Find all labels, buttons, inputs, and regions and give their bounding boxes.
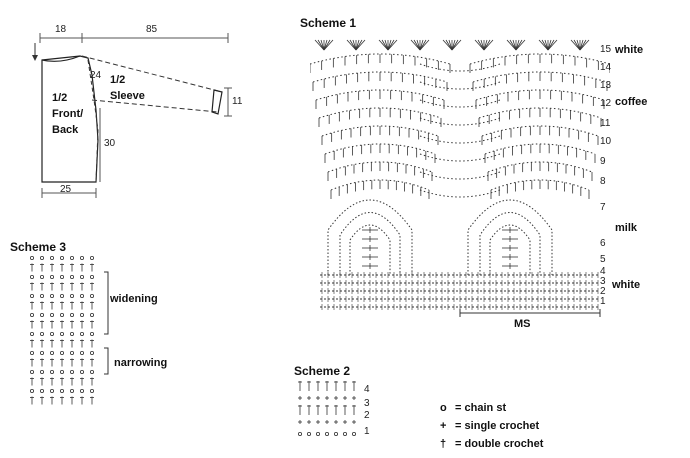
sleeve-label: 1/2 Sleeve xyxy=(110,74,145,102)
color-white-bottom: white xyxy=(612,279,641,291)
dim-bottom: 25 xyxy=(60,184,72,195)
dim-top-right: 85 xyxy=(146,24,158,35)
color-white-top: white xyxy=(615,44,644,56)
legend-item: + = single crochet xyxy=(440,420,539,432)
scheme3-stitch-chart xyxy=(30,256,109,405)
scheme1-row-number: 1 xyxy=(600,296,606,307)
scheme1-row-number: 12 xyxy=(600,98,612,109)
legend-equals: = xyxy=(452,402,465,414)
dim-armhole: 24 xyxy=(90,70,102,81)
legend-item: † = double crochet xyxy=(440,438,543,450)
scheme1-chart xyxy=(309,30,611,320)
scheme1-row-number: 15 xyxy=(600,44,612,55)
scheme2-stitch-chart xyxy=(298,381,357,437)
widening-label: widening xyxy=(110,293,158,305)
scheme2-row-number: 4 xyxy=(364,384,370,395)
dim-side: 30 xyxy=(104,138,116,149)
scheme1-row-number: 14 xyxy=(600,62,612,73)
narrowing-label: narrowing xyxy=(114,357,168,369)
scheme2-row-number: 2 xyxy=(364,410,370,421)
scheme1-stitch-chart xyxy=(309,39,611,317)
legend-equals: = xyxy=(452,438,465,450)
ms-label: MS xyxy=(514,318,531,330)
scheme1-title: Scheme 1 xyxy=(300,16,357,30)
schematic-drawing xyxy=(32,33,232,198)
scheme1-row-number: 10 xyxy=(600,136,612,147)
scheme3-title: Scheme 3 xyxy=(10,240,67,254)
scheme1-row-number: 3 xyxy=(600,276,606,287)
legend-text: chain st xyxy=(464,402,507,414)
legend-text: single crochet xyxy=(464,420,540,432)
scheme1-row-number: 13 xyxy=(600,80,612,91)
color-milk: milk xyxy=(615,222,638,234)
stitch-legend: o = chain st + = single crochet † = double… xyxy=(440,402,640,458)
legend-symbol: † xyxy=(440,438,447,450)
scheme1-row-number: 5 xyxy=(600,254,606,265)
legend-equals: = xyxy=(452,420,465,432)
scheme1-row-number: 9 xyxy=(600,156,606,167)
scheme2-row-number: 3 xyxy=(364,398,370,409)
scheme1-row-number: 8 xyxy=(600,176,606,187)
legend-item: o = chain st xyxy=(440,402,506,414)
scheme2-chart xyxy=(292,380,382,442)
scheme1-row-number: 2 xyxy=(600,286,606,297)
legend-symbol: + xyxy=(440,420,447,432)
scheme2-title: Scheme 2 xyxy=(294,364,351,378)
scheme2-row-number: 1 xyxy=(364,426,370,437)
scheme1-row-number: 7 xyxy=(600,202,606,213)
scheme1-row-number: 6 xyxy=(600,238,606,249)
garment-schematic: 18 85 24 11 30 25 1/2 Front/ Back 1/2 Sl… xyxy=(0,0,260,210)
dim-cuff: 11 xyxy=(232,96,243,107)
scheme1-row-number: 11 xyxy=(600,118,611,129)
legend-text: double crochet xyxy=(464,438,544,450)
dim-top-left: 18 xyxy=(55,24,67,35)
front-back-label: 1/2 Front/ Back xyxy=(52,92,84,136)
color-coffee: coffee xyxy=(615,96,648,108)
legend-symbol: o xyxy=(440,402,447,414)
scheme3-chart xyxy=(26,252,116,412)
scheme1-row-number: 4 xyxy=(600,266,606,277)
